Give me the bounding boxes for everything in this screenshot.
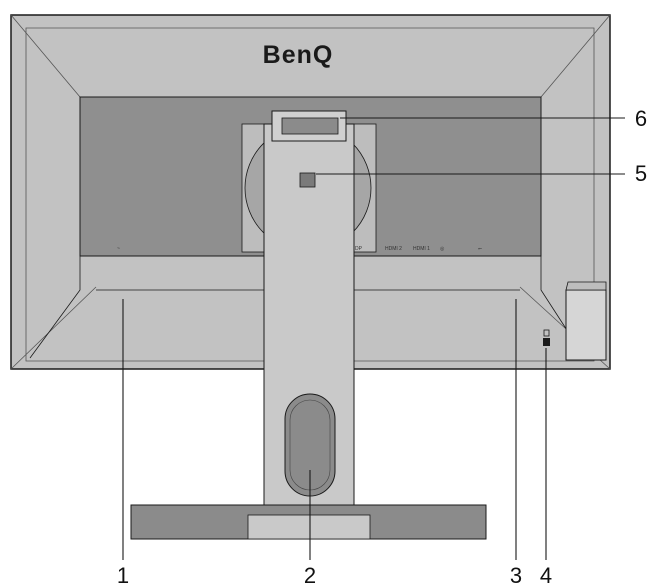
recess-left-edge	[29, 256, 81, 359]
bevel-line-bl	[10, 286, 97, 370]
bevel-line-tl	[10, 14, 81, 98]
dp-port-label: DP	[355, 246, 363, 252]
leader-lines	[122, 117, 625, 560]
bevel-line-tr	[540, 14, 611, 98]
callout-1: 1	[117, 563, 129, 586]
port-labels: ~ DP HDMI 2 HDMI 1 ◎ ⭠	[117, 246, 482, 252]
callout-4: 4	[540, 563, 552, 586]
callout-numbers: 1 2 3 4 5 6	[117, 106, 647, 586]
brand-logo: BenQ	[263, 41, 334, 69]
callout-6: 6	[635, 106, 647, 131]
kensington-lock-icon	[543, 329, 550, 346]
callout-2: 2	[304, 563, 316, 586]
power-port-label: ~	[117, 246, 120, 252]
housing-inner-bevel	[25, 27, 595, 362]
lock-button	[299, 172, 316, 188]
stand-base	[130, 504, 487, 540]
callout-5: 5	[635, 161, 647, 186]
stand-column	[263, 123, 355, 520]
hdmi1-port-label: HDMI 1	[413, 246, 430, 252]
usb-port-label: ⭠	[478, 246, 482, 252]
side-bracket	[565, 281, 607, 361]
carry-handle	[271, 110, 347, 142]
callout-3: 3	[510, 563, 522, 586]
headphone-port-label: ◎	[440, 246, 445, 252]
hdmi2-port-label: HDMI 2	[385, 246, 402, 252]
